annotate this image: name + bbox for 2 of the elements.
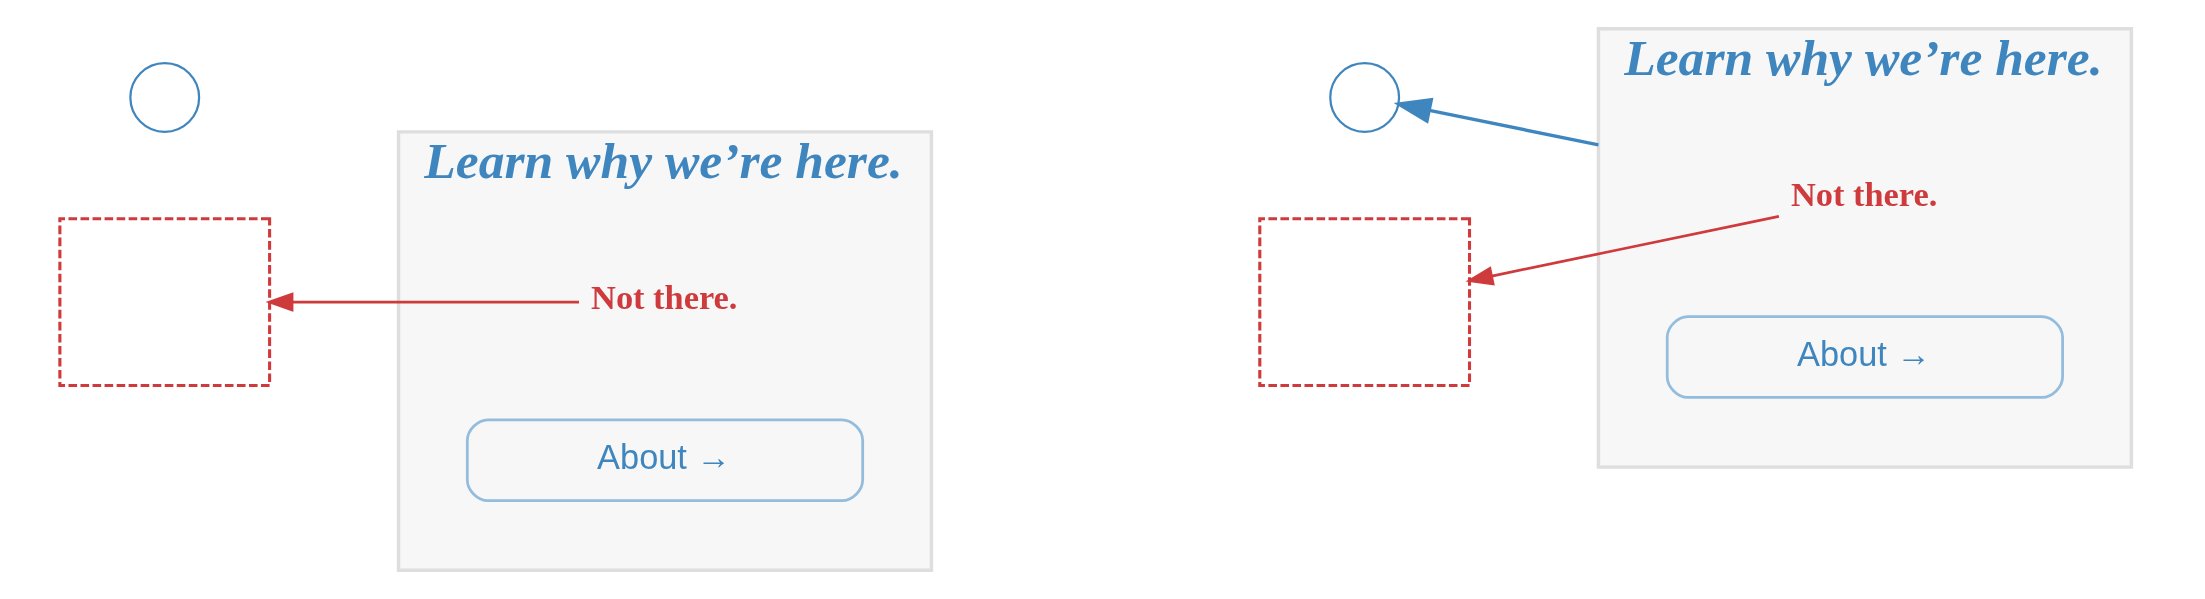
node-text: Not there. [591, 277, 738, 316]
node-text: Not there. [1790, 174, 1938, 213]
